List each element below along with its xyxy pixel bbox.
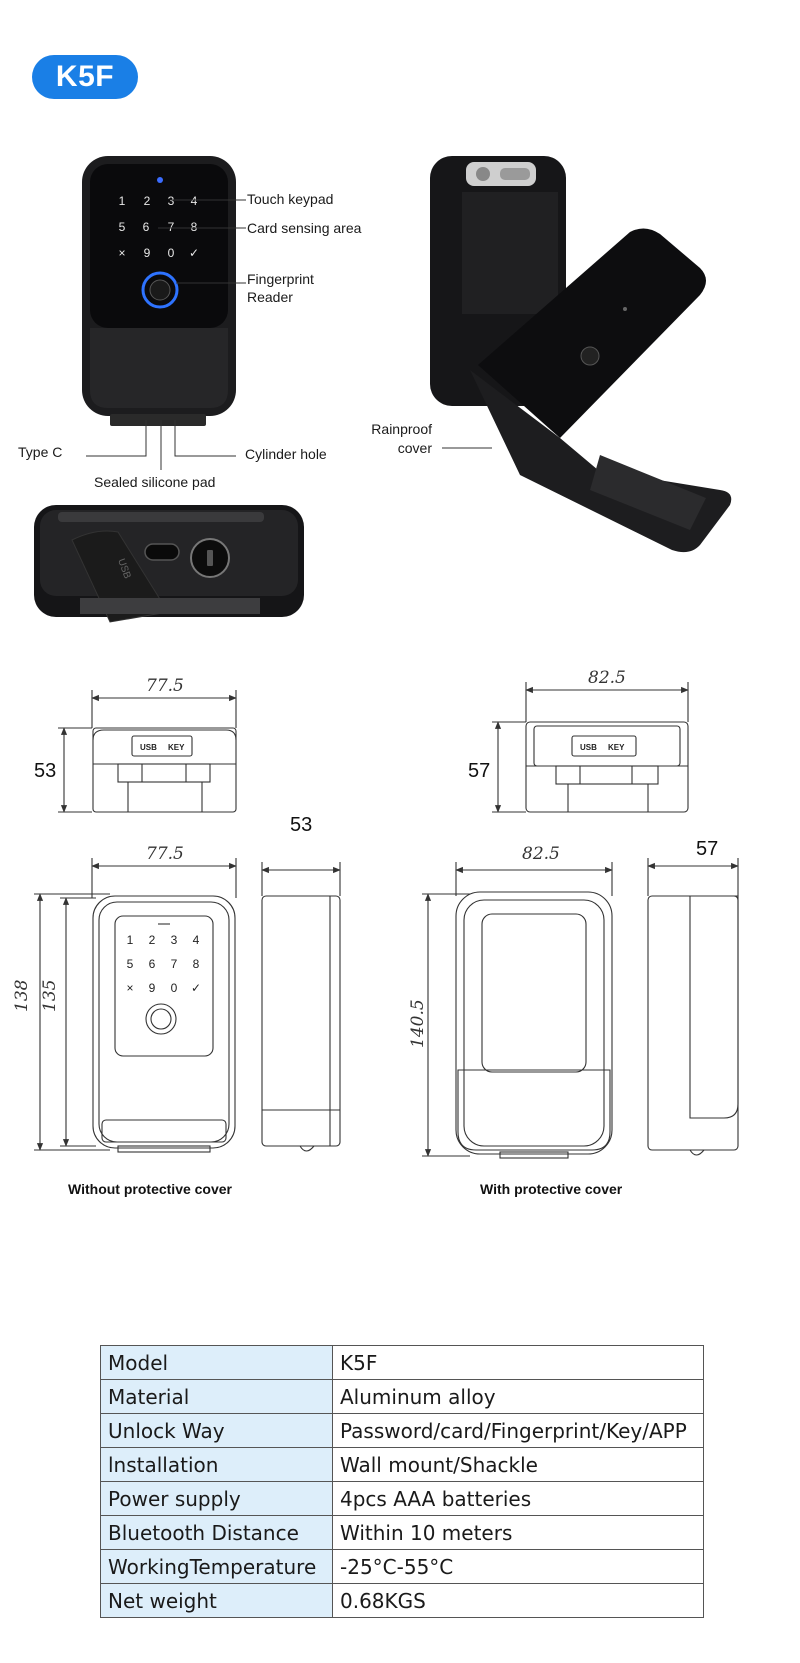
photo-key: 9 xyxy=(144,246,151,260)
spec-key: Model xyxy=(100,1345,333,1380)
table-row: WorkingTemperature-25°C-55°C xyxy=(100,1549,704,1584)
spec-value: 4pcs AAA batteries xyxy=(332,1481,704,1516)
drawing-side-view-right xyxy=(647,858,739,1156)
spec-value: -25°C-55°C xyxy=(332,1549,704,1584)
lock-front-photo: 1 2 3 4 5 6 7 8 × 9 0 ✓ xyxy=(82,156,246,470)
label-cylinder: Cylinder hole xyxy=(245,446,327,462)
drawing-key: 2 xyxy=(149,933,156,947)
drawing-key: 9 xyxy=(149,981,156,995)
model-badge: K5F xyxy=(32,55,138,99)
spec-key: Unlock Way xyxy=(100,1413,333,1448)
drawing-key: 4 xyxy=(193,933,200,947)
drawing-usb-label: USB xyxy=(140,743,157,752)
drawing-key: 7 xyxy=(171,957,178,971)
label-fingerprint-2: Reader xyxy=(247,289,293,305)
label-type-c: Type C xyxy=(18,444,63,460)
label-sealed-pad: Sealed silicone pad xyxy=(94,474,216,490)
dim-top-right-height: 57 xyxy=(468,760,491,782)
photo-key: 8 xyxy=(191,220,198,234)
dim-front-left-h2: 135 xyxy=(40,979,60,1012)
drawing-key: 6 xyxy=(149,957,156,971)
lock-open-photo xyxy=(430,156,732,553)
spec-key: Net weight xyxy=(100,1583,333,1618)
drawing-key: 3 xyxy=(171,933,178,947)
drawing-front-view-left xyxy=(34,858,237,1153)
photo-key: 6 xyxy=(143,220,150,234)
spec-value: Aluminum alloy xyxy=(332,1379,704,1414)
dim-top-right-width: 82.5 xyxy=(588,668,626,688)
spec-value: Wall mount/Shackle xyxy=(332,1447,704,1482)
drawing-key: 8 xyxy=(193,957,200,971)
drawing-key-label: KEY xyxy=(168,743,185,752)
dim-front-right-width: 82.5 xyxy=(522,844,560,864)
drawing-key: × xyxy=(126,981,133,995)
dim-side-depth-left: 53 xyxy=(290,814,313,836)
drawing-keypad: 1 2 3 4 5 6 7 8 × 9 0 ✓ xyxy=(126,933,201,995)
label-rainproof-2: cover xyxy=(397,440,432,456)
dim-front-left-h1: 138 xyxy=(12,979,32,1012)
dim-side-depth-right: 57 xyxy=(696,838,719,860)
spec-key: Bluetooth Distance xyxy=(100,1515,333,1550)
spec-key: Power supply xyxy=(100,1481,333,1516)
spec-value: 0.68KGS xyxy=(332,1583,704,1618)
spec-value: Within 10 meters xyxy=(332,1515,704,1550)
dim-top-left-height: 53 xyxy=(34,760,57,782)
dim-front-left-width: 77.5 xyxy=(146,844,184,864)
photo-key: ✓ xyxy=(189,246,199,260)
drawing-bottom-view-right xyxy=(492,682,689,813)
drawing-key: 1 xyxy=(127,933,134,947)
drawing-key: 0 xyxy=(171,981,178,995)
drawing-usb-label: USB xyxy=(580,743,597,752)
photo-key: 3 xyxy=(168,194,175,208)
spec-key: WorkingTemperature xyxy=(100,1549,333,1584)
dim-top-left-width: 77.5 xyxy=(146,676,184,696)
photo-key: 4 xyxy=(191,194,198,208)
photo-key: 0 xyxy=(168,246,175,260)
drawing-front-view-right xyxy=(422,862,613,1159)
caption-with-cover: With protective cover xyxy=(480,1181,623,1197)
drawing-key: 5 xyxy=(127,957,134,971)
photo-key: 5 xyxy=(119,220,126,234)
label-card-area: Card sensing area xyxy=(247,220,362,236)
drawing-key: ✓ xyxy=(191,981,201,995)
dim-front-right-h: 140.5 xyxy=(408,999,428,1048)
spec-value: K5F xyxy=(332,1345,704,1380)
drawing-bottom-view-left xyxy=(58,690,237,813)
label-touch-keypad: Touch keypad xyxy=(247,191,334,207)
product-photos: 1 2 3 4 5 6 7 8 × 9 0 ✓ xyxy=(34,156,732,623)
spec-key: Material xyxy=(100,1379,333,1414)
label-fingerprint-1: Fingerprint xyxy=(247,271,314,287)
drawing-key-label: KEY xyxy=(608,743,625,752)
spec-value: Password/card/Fingerprint/Key/APP xyxy=(332,1413,704,1448)
label-rainproof-1: Rainproof xyxy=(371,421,432,437)
drawing-side-view-left xyxy=(261,862,341,1152)
photo-key: 1 xyxy=(119,194,126,208)
lock-bottom-closeup-photo: USB xyxy=(34,505,304,623)
spec-key: lnstallation xyxy=(100,1447,333,1482)
caption-without-cover: Without protective cover xyxy=(68,1181,233,1197)
photo-key: 2 xyxy=(144,194,151,208)
photo-key: × xyxy=(118,246,125,260)
technical-drawings: 1 2 3 4 5 6 7 8 × 9 0 ✓ USB KEY USB KEY xyxy=(34,682,739,1159)
photo-key: 7 xyxy=(168,220,175,234)
